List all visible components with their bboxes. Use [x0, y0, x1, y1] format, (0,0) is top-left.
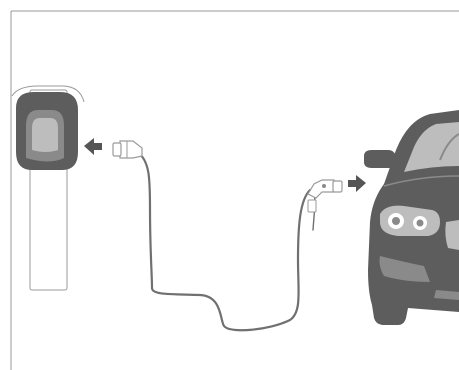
- car-front-icon: [364, 110, 459, 325]
- charging-plug-icon: [308, 180, 342, 198]
- charging-cable: [137, 152, 310, 330]
- car-grille: [445, 220, 459, 250]
- arrow-right-icon: [348, 175, 366, 192]
- charging-plug-icon: [113, 141, 142, 158]
- wall-charger-icon: [12, 86, 84, 290]
- car-mirror: [364, 150, 398, 168]
- car-plug-tag: [308, 200, 316, 212]
- wallbox-display: [32, 118, 58, 152]
- arrow-left-icon: [84, 138, 102, 155]
